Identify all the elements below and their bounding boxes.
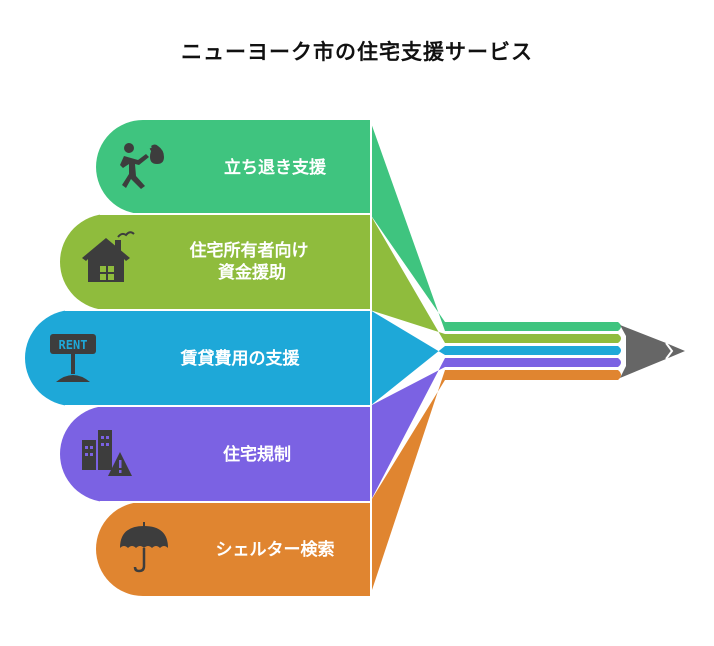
item-label-4: 住宅規制	[223, 444, 291, 465]
umbrella-icon	[120, 522, 168, 573]
pencil-tip-notch	[665, 342, 674, 360]
buildings-warning-icon	[82, 430, 132, 476]
pencil-strips	[445, 322, 621, 380]
pencil-strip-1	[445, 322, 621, 331]
item-band-5	[96, 502, 370, 596]
item-bands	[25, 120, 372, 596]
pencil-strip-4	[445, 358, 621, 367]
diagram-title: ニューヨーク市の住宅支援サービス	[181, 40, 533, 64]
fan-connector-4	[370, 358, 445, 502]
eviction-running-person-icon	[120, 143, 164, 189]
item-label-2: 住宅所有者向け 資金援助	[190, 240, 315, 283]
item-label-5: シェルター検索	[216, 539, 335, 560]
fan-connector-1	[370, 120, 445, 331]
pencil-strip-5	[445, 370, 621, 380]
fan-connectors	[370, 120, 445, 596]
fan-connector-3	[370, 310, 445, 406]
item-band-1	[96, 120, 370, 214]
item-label-3: 賃貸費用の支援	[180, 348, 301, 369]
item-band-2	[60, 214, 370, 310]
house-icon	[82, 231, 135, 282]
pencil-strip-3	[445, 346, 621, 355]
fan-connector-2	[370, 214, 445, 343]
pencil-tip	[620, 325, 685, 378]
item-band-4	[60, 406, 370, 502]
item-band-3	[25, 310, 370, 406]
pencil-strip-2	[445, 334, 621, 343]
item-label-1: 立ち退き支援	[224, 157, 327, 178]
fan-connector-5	[370, 370, 445, 596]
rent-sign-text: RENT	[59, 338, 88, 352]
rent-sign-icon: RENT	[50, 334, 96, 382]
